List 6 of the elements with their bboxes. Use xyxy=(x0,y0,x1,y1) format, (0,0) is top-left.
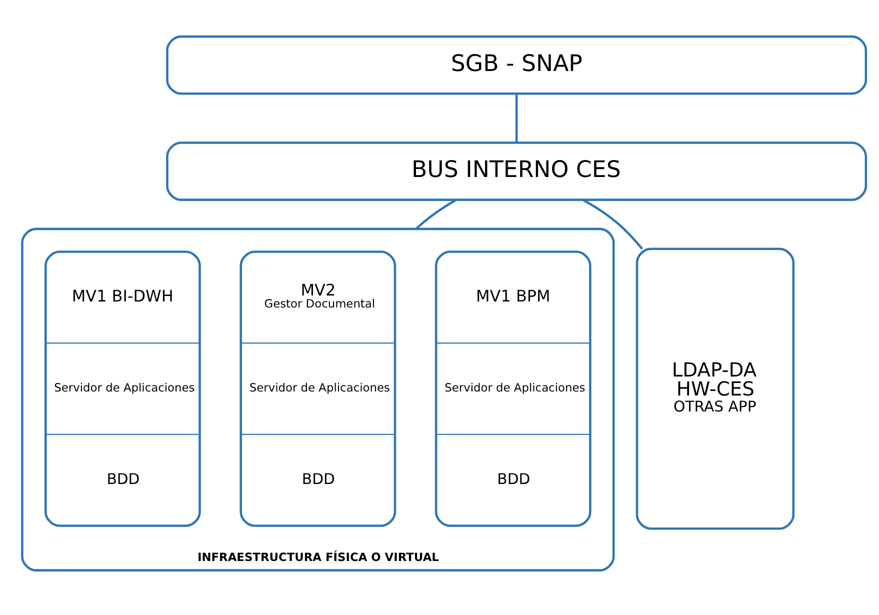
connector xyxy=(582,198,644,250)
node-box: LDAP-DA HW-CES OTRAS APP xyxy=(636,247,795,530)
node-box: SGB - SNAP xyxy=(166,34,868,94)
node-box: BUS INTERNO CES xyxy=(166,141,868,200)
connector xyxy=(515,94,518,142)
connector xyxy=(415,198,456,230)
